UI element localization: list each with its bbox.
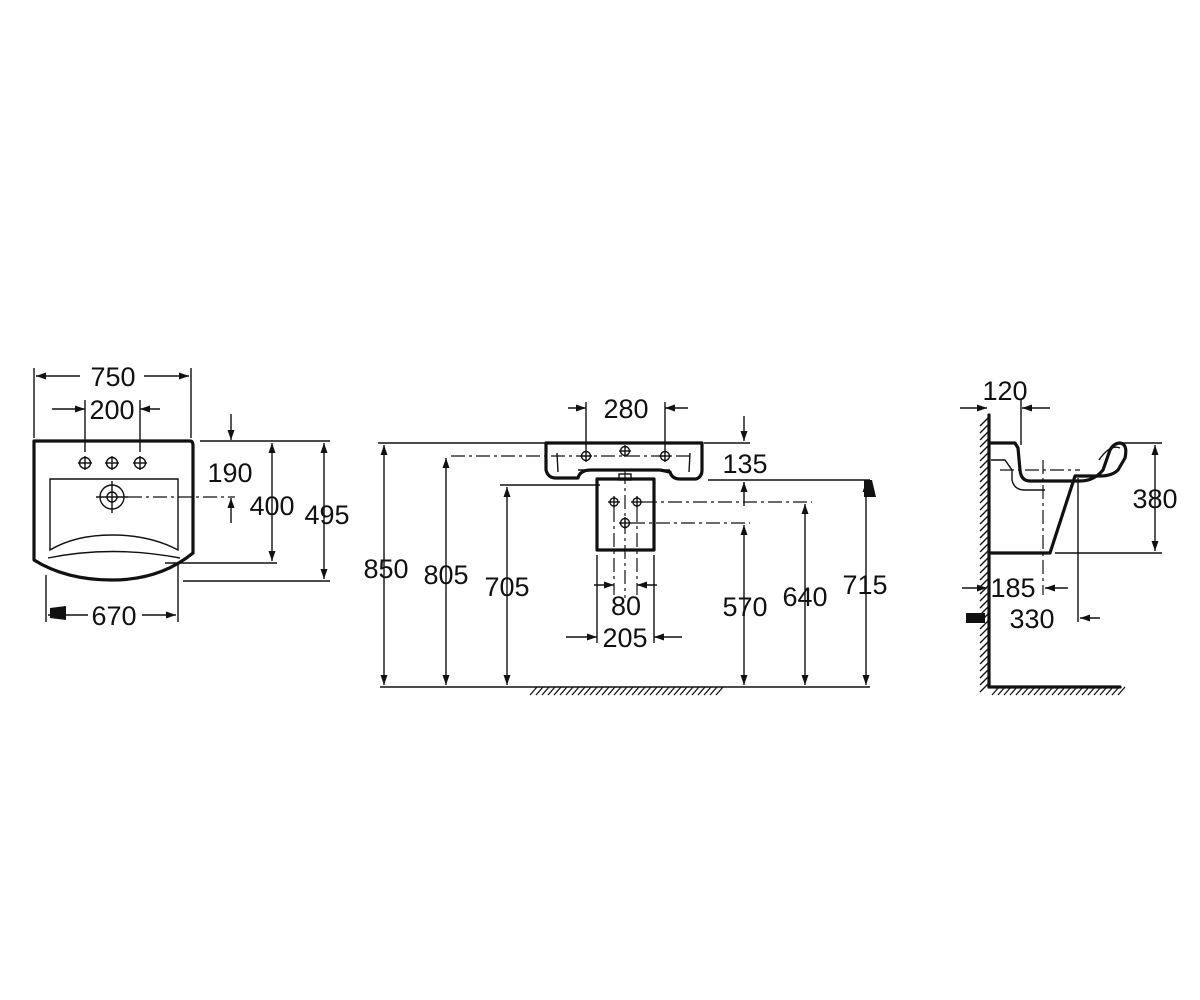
dim-205: 205: [602, 623, 647, 653]
dim-380: 380: [1132, 484, 1177, 514]
basin-side-inner: [991, 459, 1045, 491]
dim-280: 280: [603, 394, 648, 424]
dim-190: 190: [207, 458, 252, 488]
dim-805: 805: [423, 560, 468, 590]
basin-hole-center-icon: [619, 445, 631, 457]
tap-hole-left-icon: [78, 456, 92, 470]
waste-outlet-icon: [96, 481, 128, 513]
bowl-front-curve: [47, 550, 181, 559]
tap-hole-center-icon: [105, 456, 119, 470]
dim-80: 80: [611, 591, 641, 621]
dim-330: 330: [1009, 604, 1054, 634]
wall-hatch: [979, 417, 989, 693]
dim-120: 120: [982, 376, 1027, 406]
front-view: 280 135 850 805 705 80 205 570 640 715: [363, 394, 888, 696]
trap-side-icon: [966, 613, 985, 623]
dim-670: 670: [91, 601, 136, 631]
basin-front-outline: [544, 441, 704, 481]
basin-outline-top: [32, 439, 195, 582]
dim-715: 715: [842, 570, 887, 600]
side-view: 120 380 185 330: [960, 376, 1178, 696]
dim-185: 185: [990, 573, 1035, 603]
dim-570: 570: [722, 592, 767, 622]
top-view: 750 200 190 400 495 670: [32, 362, 350, 631]
basin-side-profile: [989, 441, 1128, 555]
dim-750: 750: [90, 362, 135, 392]
dim-135: 135: [722, 449, 767, 479]
dim-705: 705: [484, 572, 529, 602]
floor-hatch-side: [991, 686, 1126, 696]
pedestal-hole-right-icon: [631, 496, 643, 508]
basin-side-rim: [1098, 446, 1121, 461]
bowl-outline-top: [49, 478, 179, 552]
dim-495: 495: [304, 500, 349, 530]
dim-850: 850: [363, 554, 408, 584]
overflow-marker-icon: [50, 606, 66, 620]
dim-640: 640: [782, 582, 827, 612]
pedestal-hole-left-icon: [608, 496, 620, 508]
dim-400: 400: [249, 491, 294, 521]
floor-hatch: [529, 686, 724, 696]
dim-200: 200: [89, 395, 134, 425]
tap-hole-right-icon: [133, 456, 147, 470]
